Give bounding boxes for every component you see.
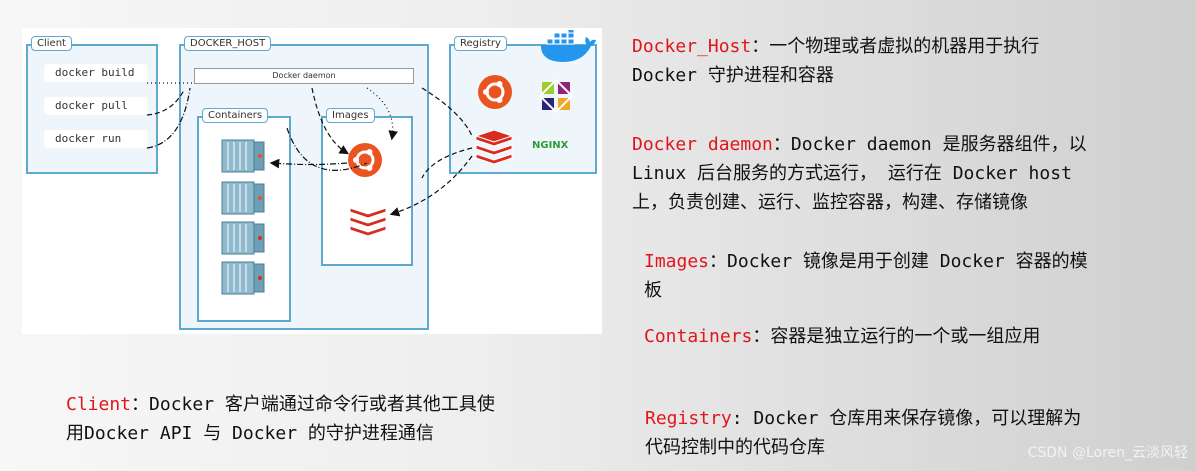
docker-whale-icon bbox=[541, 30, 596, 62]
docker-daemon-description: Docker daemon：Docker daemon 是服务器组件，以 Lin… bbox=[632, 134, 1087, 213]
docker-host-description: Docker_Host：一个物理或者虚拟的机器用于执行 Docker 守护进程和… bbox=[632, 36, 1040, 86]
ubuntu-icon bbox=[478, 75, 512, 109]
ubuntu-image-icon bbox=[348, 143, 382, 177]
docker-run-command: docker run bbox=[44, 130, 148, 148]
container-icon-3 bbox=[221, 221, 265, 255]
nginx-logo: NGINX bbox=[532, 140, 569, 151]
client-description: Client：Docker 客户端通过命令行或者其他工具使 用Docker AP… bbox=[66, 394, 495, 444]
csdn-watermark: CSDN @Loren_云淡风轻 bbox=[1027, 445, 1188, 461]
docker-host-box: DOCKER_HOST Docker daemon Containers Ima… bbox=[179, 36, 429, 330]
client-box: Client docker build docker pull docker r… bbox=[26, 36, 158, 174]
registry-key: Registry bbox=[645, 408, 732, 429]
images-box: Images bbox=[321, 108, 413, 266]
docker-pull-command: docker pull bbox=[44, 97, 148, 115]
images-key: Images bbox=[644, 251, 710, 272]
container-icon-4 bbox=[221, 261, 265, 295]
container-icon-2 bbox=[221, 181, 265, 215]
registry-description: Registry: Docker 仓库用来保存镜像，可以理解为 代码控制中的代码… bbox=[645, 408, 1082, 458]
redis-registry-icon bbox=[474, 130, 514, 164]
centos-icon bbox=[538, 78, 574, 114]
registry-title: Registry bbox=[454, 36, 507, 51]
client-title: Client bbox=[31, 36, 72, 51]
docker-build-command: docker build bbox=[44, 64, 148, 82]
docker-daemon-key: Docker daemon bbox=[632, 134, 773, 155]
registry-box: Registry bbox=[449, 36, 597, 174]
images-title: Images bbox=[326, 108, 375, 123]
client-key: Client bbox=[66, 394, 132, 415]
docker-host-key: Docker_Host bbox=[632, 36, 752, 57]
docker-architecture-diagram: Client docker build docker pull docker r… bbox=[22, 28, 602, 334]
containers-description: Containers：容器是独立运行的一个或一组应用 bbox=[644, 326, 1041, 347]
images-description: Images：Docker 镜像是用于创建 Docker 容器的模 板 bbox=[644, 251, 1088, 301]
docker-daemon-bar: Docker daemon bbox=[194, 68, 414, 84]
docker-host-title: DOCKER_HOST bbox=[184, 36, 272, 51]
redis-image-icon bbox=[349, 207, 387, 236]
containers-key: Containers bbox=[644, 326, 753, 347]
containers-title: Containers bbox=[202, 108, 269, 123]
container-icon-1 bbox=[221, 139, 265, 173]
